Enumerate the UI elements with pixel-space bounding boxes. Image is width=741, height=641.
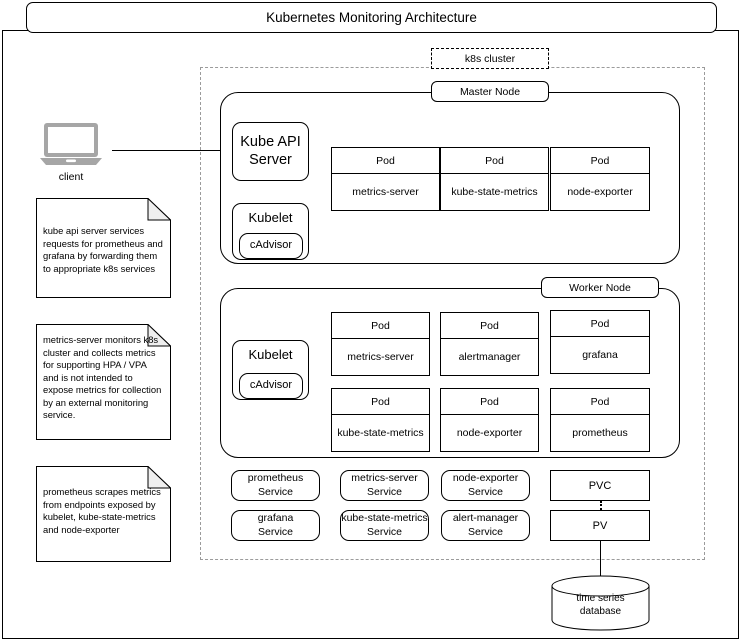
pod-name: prometheus xyxy=(572,427,628,439)
pod-header: Pod xyxy=(332,313,429,339)
pod-kube-state-metrics-worker[interactable]: Pod kube-state-metrics xyxy=(331,388,430,452)
pod-kube-state-metrics-master[interactable]: Pod kube-state-metrics xyxy=(440,147,549,211)
pod-name: grafana xyxy=(582,349,618,361)
pod-name: kube-state-metrics xyxy=(451,186,538,198)
note-kube-api: kube api server services requests for pr… xyxy=(36,198,171,298)
client-label: client xyxy=(58,171,84,183)
pod-grafana-worker[interactable]: Pod grafana xyxy=(550,310,650,374)
worker-cadvisor-box[interactable]: cAdvisor xyxy=(239,373,303,399)
note-metrics-server: metrics-server monitors k8s cluster and … xyxy=(36,324,171,440)
worker-cadvisor-label: cAdvisor xyxy=(249,379,293,392)
note-text: kube api server services requests for pr… xyxy=(43,225,163,274)
pod-metrics-server-master[interactable]: Pod metrics-server xyxy=(331,147,440,211)
pod-header: Pod xyxy=(551,148,649,174)
note-text: prometheus scrapes metrics from endpoint… xyxy=(43,486,161,535)
worker-node-label: Worker Node xyxy=(541,277,659,298)
pod-header: Pod xyxy=(441,389,538,415)
service-metrics-server[interactable]: metrics-server Service xyxy=(340,470,429,501)
pod-header: Pod xyxy=(551,311,649,337)
master-cadvisor-label: cAdvisor xyxy=(249,239,293,252)
pvc-box[interactable]: PVC xyxy=(550,470,650,501)
pod-alertmanager-worker[interactable]: Pod alertmanager xyxy=(440,312,539,376)
client-to-api-line xyxy=(112,150,224,151)
pod-name: metrics-server xyxy=(352,186,419,198)
pvc-pv-connector xyxy=(600,501,602,510)
pod-header: Pod xyxy=(332,148,439,174)
service-grafana[interactable]: grafana Service xyxy=(231,510,320,541)
master-cadvisor-box[interactable]: cAdvisor xyxy=(239,233,303,259)
note-text: metrics-server monitors k8s cluster and … xyxy=(43,334,162,420)
pod-name: node-exporter xyxy=(456,427,523,439)
service-alert-manager[interactable]: alert-manager Service xyxy=(441,510,530,541)
pod-header: Pod xyxy=(441,148,548,174)
pod-name: alertmanager xyxy=(458,351,521,363)
pod-node-exporter-master[interactable]: Pod node-exporter xyxy=(550,147,650,211)
pod-header: Pod xyxy=(551,389,649,415)
pod-header: Pod xyxy=(332,389,429,415)
service-node-exporter[interactable]: node-exporter Service xyxy=(441,470,530,501)
pod-metrics-server-worker[interactable]: Pod metrics-server xyxy=(331,312,430,376)
pv-to-db-line xyxy=(600,541,601,586)
master-kubelet-label: Kubelet xyxy=(248,210,293,225)
worker-kubelet-label: Kubelet xyxy=(248,347,293,362)
kube-api-server-label: Kube API Server xyxy=(240,134,301,168)
pod-node-exporter-worker[interactable]: Pod node-exporter xyxy=(440,388,539,452)
pod-header: Pod xyxy=(441,313,538,339)
laptop-icon xyxy=(40,123,102,165)
k8s-cluster-label: k8s cluster xyxy=(431,48,549,69)
pod-name: metrics-server xyxy=(347,351,414,363)
time-series-database-icon xyxy=(551,575,650,631)
note-prometheus: prometheus scrapes metrics from endpoint… xyxy=(36,466,171,562)
pod-prometheus-worker[interactable]: Pod prometheus xyxy=(550,388,650,452)
service-prometheus[interactable]: prometheus Service xyxy=(231,470,320,501)
pod-name: kube-state-metrics xyxy=(337,427,424,439)
time-series-database-label: time series database xyxy=(576,593,625,617)
pod-name: node-exporter xyxy=(567,186,633,198)
pv-box[interactable]: PV xyxy=(550,510,650,541)
page-title: Kubernetes Monitoring Architecture xyxy=(26,2,717,33)
kube-api-server-box[interactable]: Kube API Server xyxy=(232,122,309,181)
service-kube-state-metrics[interactable]: kube-state-metrics Service xyxy=(340,510,429,541)
master-node-label: Master Node xyxy=(431,81,549,102)
